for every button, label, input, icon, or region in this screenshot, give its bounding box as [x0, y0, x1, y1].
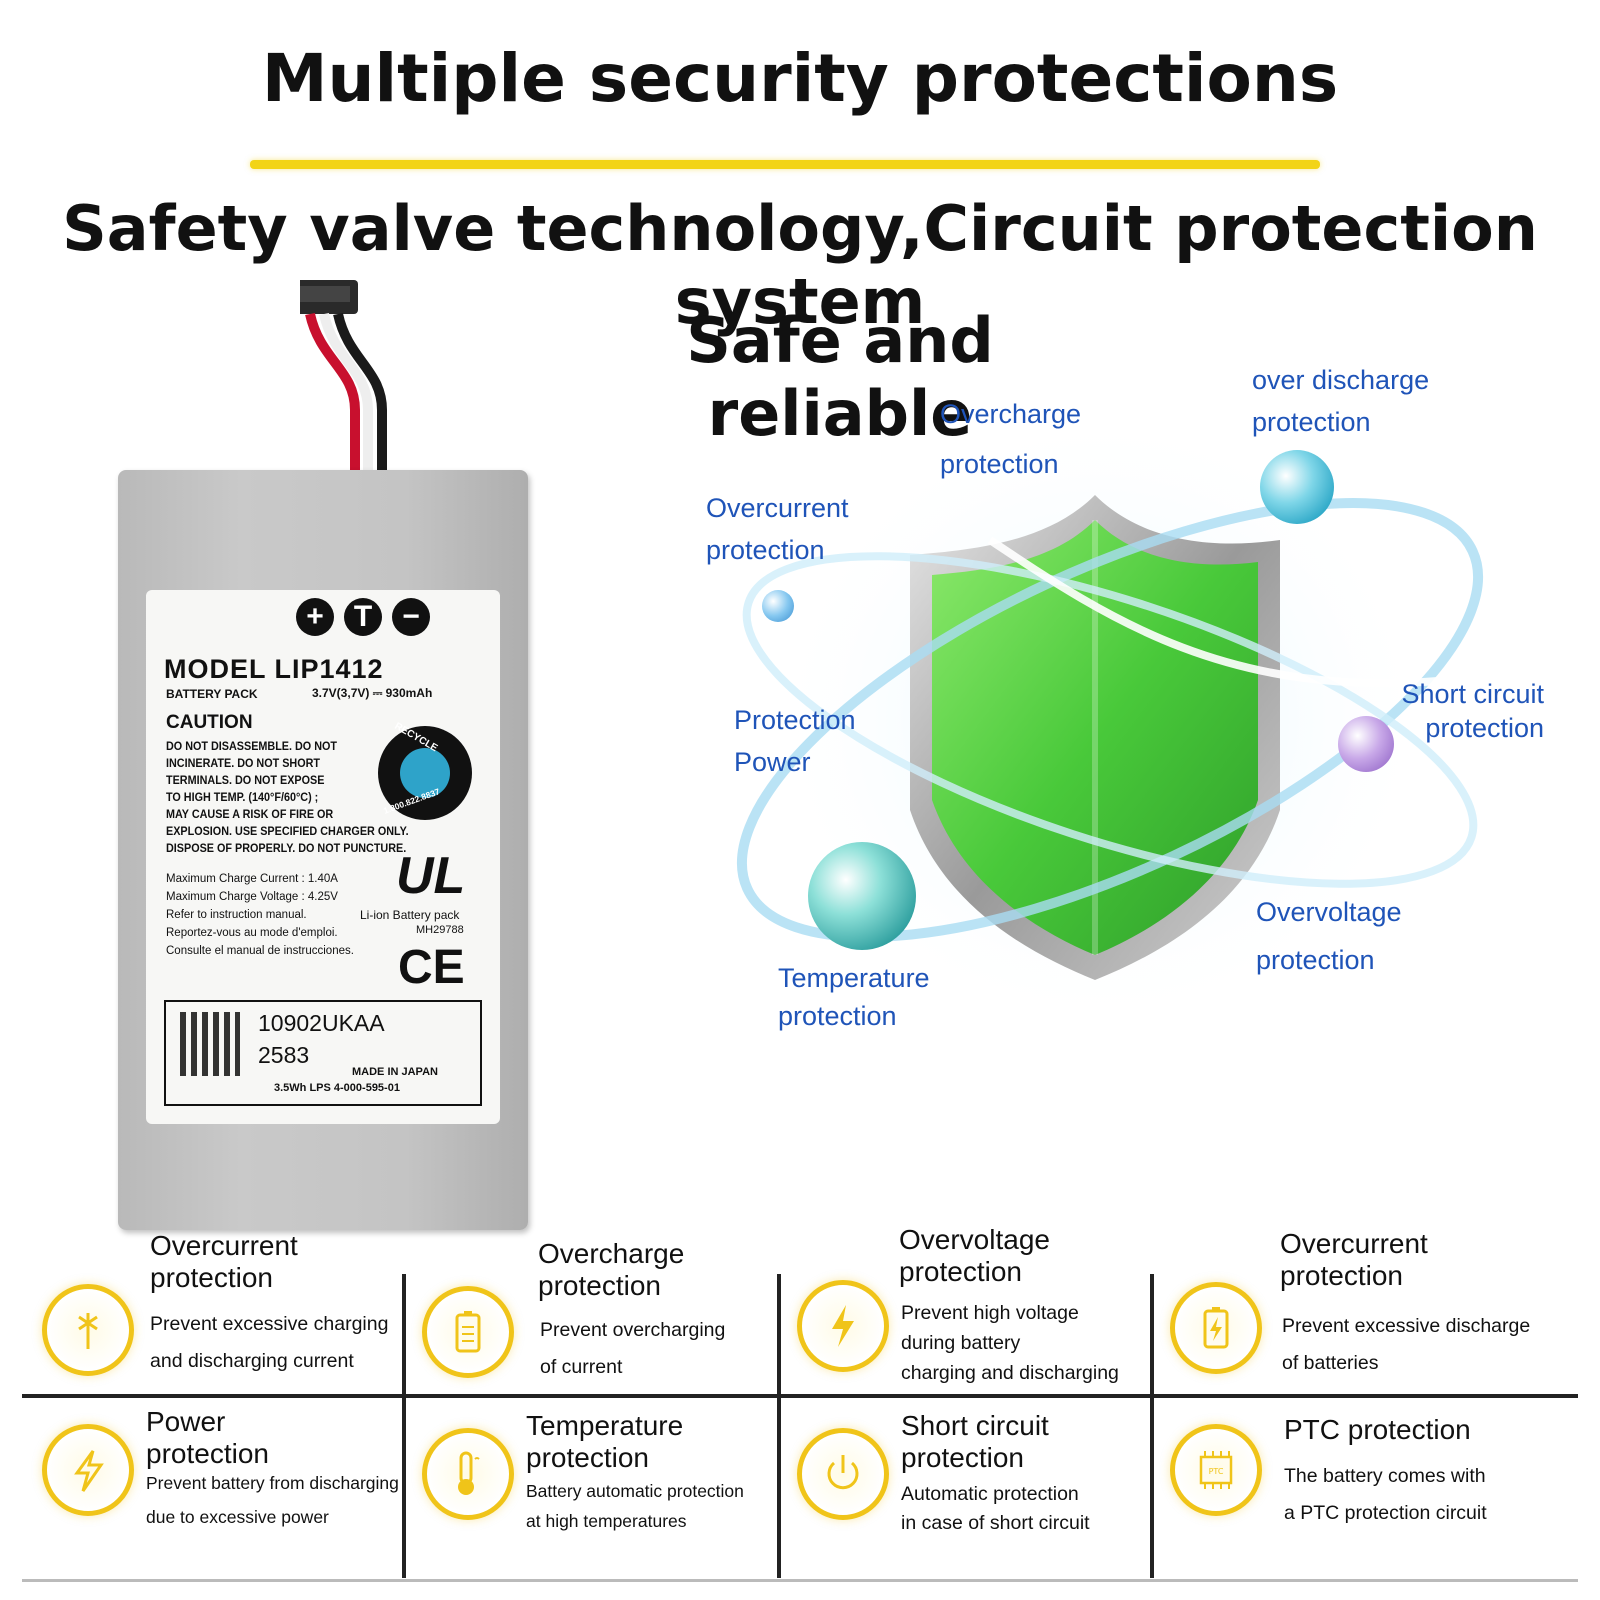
battery-bolt-icon — [1170, 1282, 1262, 1374]
battery-icon — [422, 1286, 514, 1378]
terminal-symbols: + T − — [296, 598, 436, 638]
label-overvoltage: Overvoltage protection — [1256, 897, 1402, 975]
battery-pack-text: BATTERY PACK — [166, 687, 258, 701]
model-number: MODEL LIP1412 — [164, 654, 384, 684]
mh-code: MH29788 — [416, 924, 464, 936]
serial-number: 10902UKAA — [258, 1010, 385, 1036]
page-title: Multiple security protections — [261, 40, 1339, 117]
battery-rating: 3.7V(3,7V) ⎓ 930mAh — [312, 686, 433, 700]
grid-divider-vertical — [1150, 1398, 1154, 1578]
label-over-discharge: over discharge protection — [1252, 365, 1430, 437]
label-temperature: Temperature protection — [778, 963, 930, 1031]
title-divider — [250, 160, 1320, 169]
page-tagline: Safe and reliable — [686, 304, 994, 450]
made-in-text: MADE IN JAPAN — [352, 1066, 438, 1078]
t-terminal-icon: T — [344, 598, 382, 636]
power-bolt-icon — [42, 1424, 134, 1516]
sphere-top-right — [1260, 450, 1334, 524]
label-short-circuit: Short circuit protection — [1401, 679, 1544, 743]
battery-label: + T − MODEL LIP1412 BATTERY PACK 3.7V(3,… — [146, 590, 500, 1124]
shield-illustration: Overcharge protection over discharge pro… — [690, 365, 1590, 1140]
lightning-icon — [797, 1280, 889, 1372]
ce-mark-icon: CE — [398, 941, 465, 994]
feature-ptc: PTC PTC protection The battery comes wit… — [1150, 1400, 1535, 1575]
shield-graphic — [736, 410, 1484, 1030]
feature-title: PTC protection — [1284, 1414, 1471, 1445]
liion-text: Li-ion Battery pack — [360, 908, 460, 922]
grid-divider-vertical — [1150, 1274, 1154, 1404]
label-protection-power: Protection Power — [734, 705, 856, 777]
battery-wires — [300, 280, 387, 470]
chip-icon: PTC — [1170, 1424, 1262, 1516]
grid-divider-vertical — [402, 1398, 406, 1578]
qr-code-icon — [180, 1012, 240, 1076]
lot-number: 2583 — [258, 1042, 310, 1068]
serial-box: 10902UKAA 2583 MADE IN JAPAN 3.5Wh LPS 4… — [164, 1000, 482, 1106]
caution-text: DO NOT DISASSEMBLE. DO NOT INCINERATE. D… — [166, 739, 409, 855]
sphere-left — [762, 590, 794, 622]
caution-heading: CAUTION — [166, 712, 253, 733]
grid-divider-vertical — [777, 1274, 781, 1404]
label-overcurrent: Overcurrent protection — [706, 493, 849, 565]
charge-specs: Maximum Charge Current : 1.40A Maximum C… — [166, 873, 354, 957]
sphere-bottom-left — [808, 842, 916, 950]
power-button-icon — [797, 1428, 889, 1520]
grid-divider-vertical — [777, 1398, 781, 1578]
thermometer-icon — [422, 1428, 514, 1520]
ul-mark-icon: UL — [396, 847, 466, 905]
grid-divider-vertical — [402, 1274, 406, 1404]
plus-terminal-icon: + — [296, 598, 334, 636]
sphere-right — [1338, 716, 1394, 772]
fuse-icon — [42, 1284, 134, 1376]
page-subtitle: Safety valve technology,Circuit protecti… — [62, 192, 1538, 338]
minus-terminal-icon: − — [392, 598, 430, 636]
svg-text:PTC: PTC — [1209, 1467, 1224, 1476]
grid-divider-horizontal — [22, 1394, 1578, 1398]
label-overcharge: Overcharge protection — [940, 399, 1082, 479]
grid-bottom-line — [22, 1579, 1578, 1582]
recycle-seal-icon: RECYCLE 1.800.822.8837 — [378, 721, 472, 820]
lps-text: 3.5Wh LPS 4-000-595-01 — [274, 1082, 400, 1094]
